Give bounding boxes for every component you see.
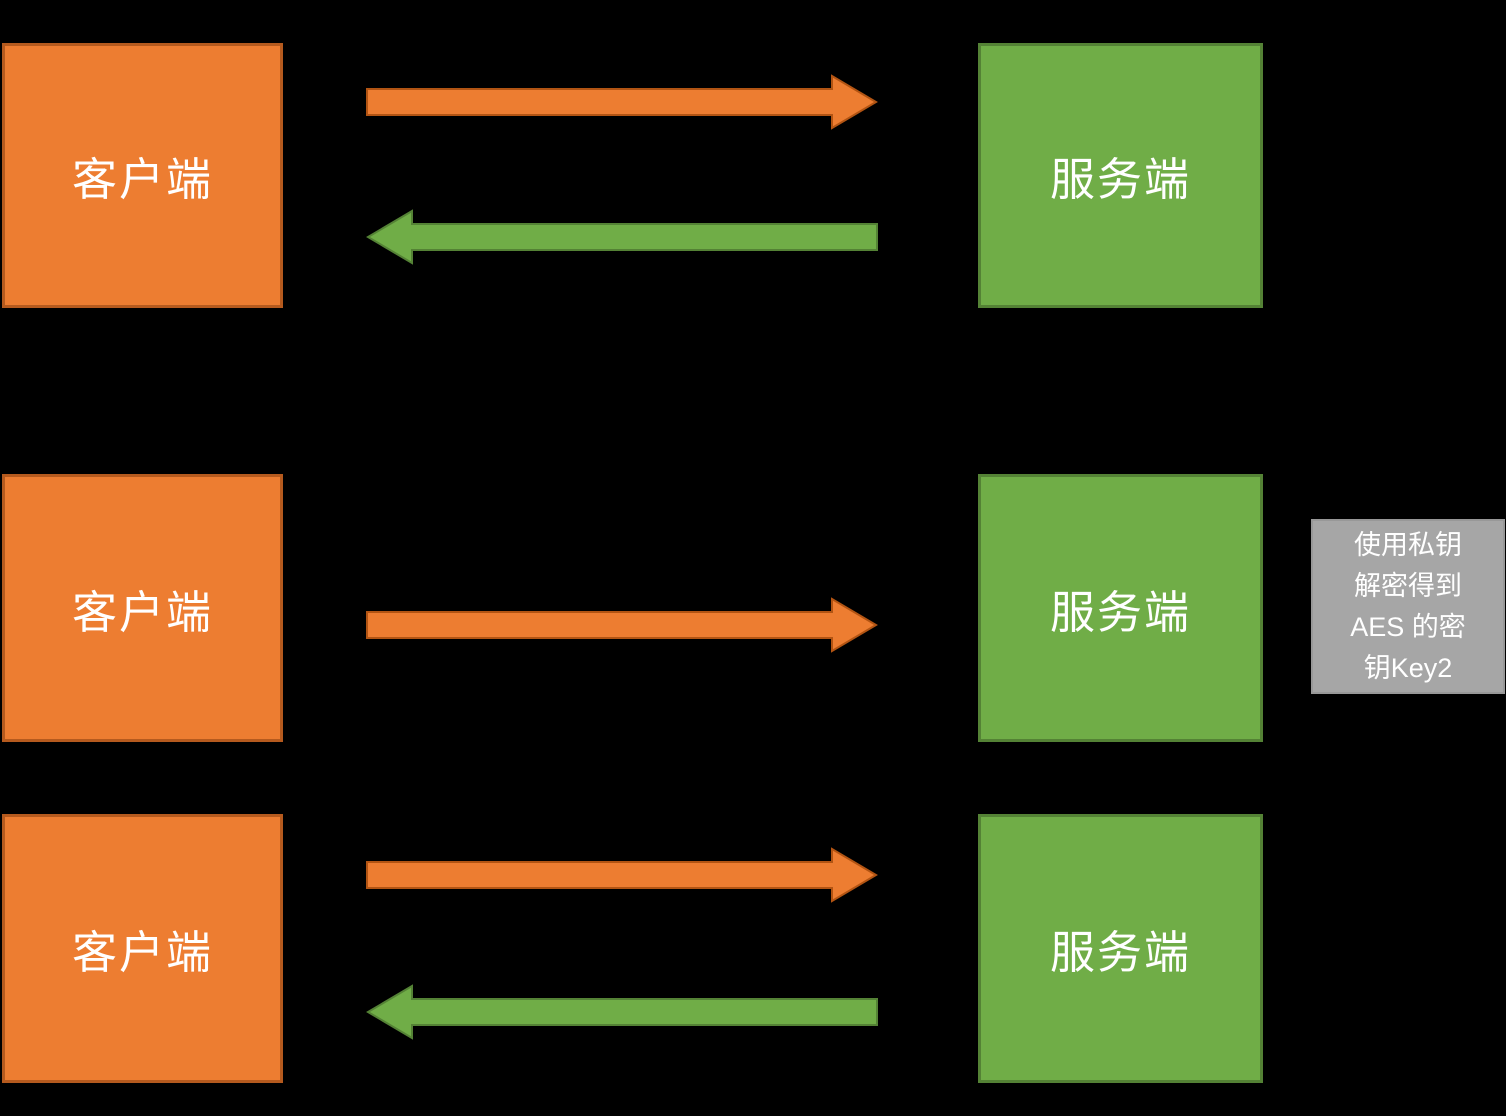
arrow-left-row1 bbox=[366, 209, 878, 265]
server-box-row1: 服务端 bbox=[978, 43, 1263, 308]
note-line-2: 解密得到 bbox=[1354, 570, 1462, 601]
note-line-1: 使用私钥 bbox=[1354, 529, 1462, 560]
client-label-row1: 客户端 bbox=[71, 154, 213, 205]
arrow-right-row2 bbox=[366, 597, 878, 653]
server-label-row2: 服务端 bbox=[1049, 586, 1191, 638]
server-box-row3: 服务端 bbox=[978, 814, 1263, 1083]
note-line-4: 钥Key2 bbox=[1363, 652, 1453, 683]
client-box-row3: 客户端 bbox=[2, 814, 283, 1083]
arrow-right-row1 bbox=[366, 74, 878, 130]
client-label-row2: 客户端 bbox=[71, 586, 213, 638]
note-line-3: AES 的密 bbox=[1350, 611, 1466, 642]
server-label-row3: 服务端 bbox=[1049, 927, 1191, 978]
client-box-row1: 客户端 bbox=[2, 43, 283, 308]
server-label-row1: 服务端 bbox=[1049, 154, 1191, 205]
right-arrow-icon bbox=[366, 74, 878, 130]
right-arrow-icon bbox=[366, 597, 878, 653]
arrow-right-row3 bbox=[366, 847, 878, 903]
left-arrow-icon bbox=[366, 984, 878, 1040]
left-arrow-icon bbox=[366, 209, 878, 265]
right-arrow-icon bbox=[366, 847, 878, 903]
private-key-note: 使用私钥 解密得到 AES 的密 钥Key2 bbox=[1311, 519, 1505, 694]
client-label-row3: 客户端 bbox=[71, 927, 213, 978]
server-box-row2: 服务端 bbox=[978, 474, 1263, 742]
client-box-row2: 客户端 bbox=[2, 474, 283, 742]
arrow-left-row3 bbox=[366, 984, 878, 1040]
